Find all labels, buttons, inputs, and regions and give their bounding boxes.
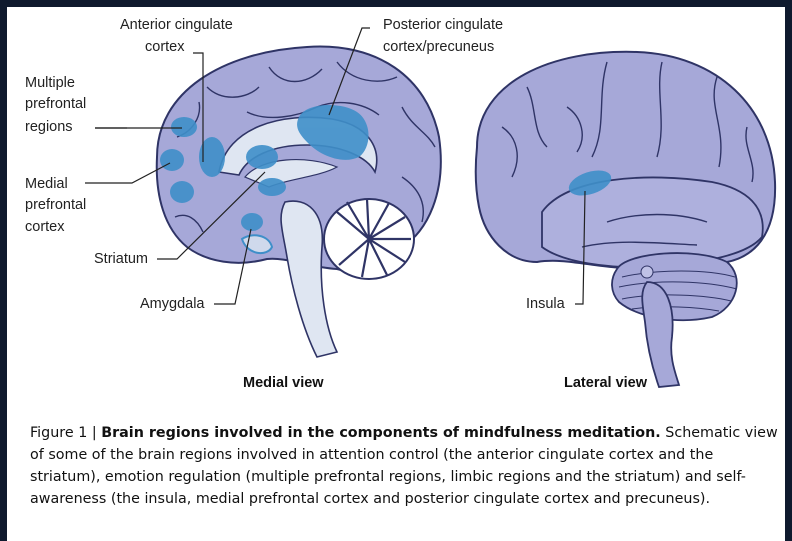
lateral-cerebellum xyxy=(612,253,737,320)
label-amygdala: Amygdala xyxy=(140,296,205,312)
label-striatum: Striatum xyxy=(94,251,148,267)
label-posterior-cingulate-1: Posterior cingulate xyxy=(383,17,503,33)
figure-caption: Figure 1 | Brain regions involved in the… xyxy=(30,422,782,510)
caption-figure-label: Figure 1 | xyxy=(30,425,101,441)
label-medial-prefrontal-2: prefrontal xyxy=(25,197,86,213)
label-anterior-cingulate-2: cortex xyxy=(145,39,185,55)
figure-panel: Anterior cingulate cortex Posterior cing… xyxy=(7,7,785,541)
label-medial-prefrontal-3: cortex xyxy=(25,219,65,235)
label-insula: Insula xyxy=(526,296,566,312)
lateral-view-title: Lateral view xyxy=(564,375,648,391)
label-medial-prefrontal-1: Medial xyxy=(25,176,68,192)
cerebellum xyxy=(324,199,414,279)
label-multiple-prefrontal-1: Multiple xyxy=(25,75,75,91)
label-multiple-prefrontal-3: regions xyxy=(25,119,73,135)
label-posterior-cingulate-2: cortex/precuneus xyxy=(383,39,494,55)
medial-view-title: Medial view xyxy=(243,375,324,391)
label-anterior-cingulate-1: Anterior cingulate xyxy=(120,17,233,33)
label-multiple-prefrontal-2: prefrontal xyxy=(25,96,86,112)
caption-title: Brain regions involved in the components… xyxy=(101,425,661,441)
lateral-brain xyxy=(476,52,775,387)
